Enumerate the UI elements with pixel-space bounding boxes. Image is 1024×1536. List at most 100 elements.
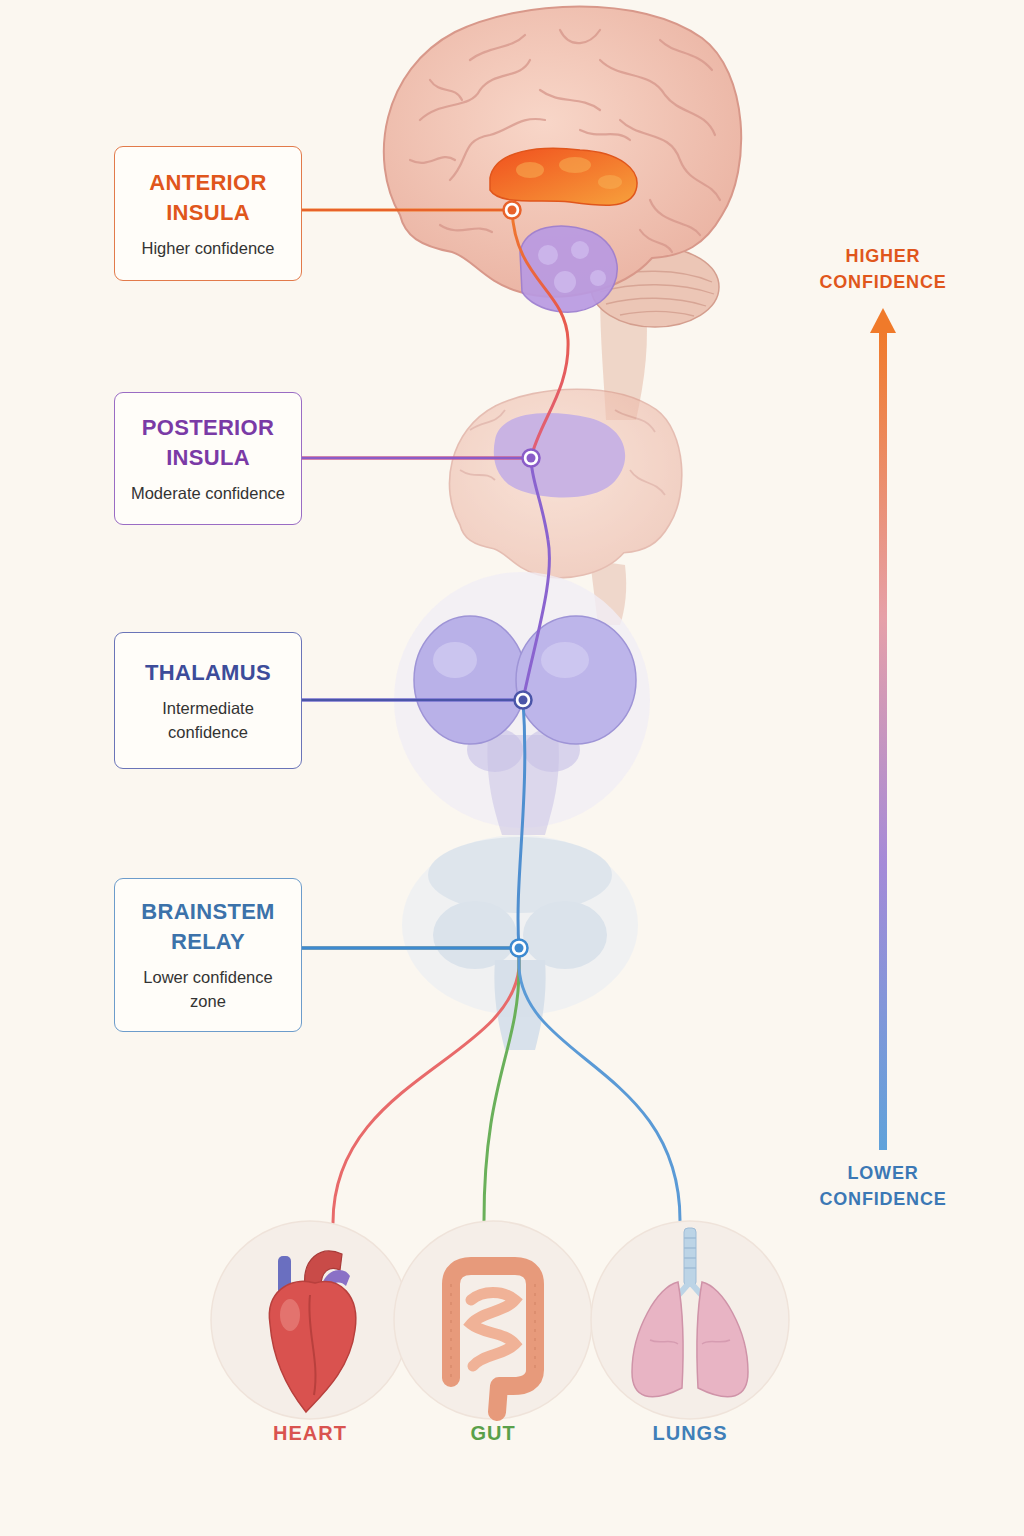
anterior-insula-highlight [490,148,637,205]
brain-gyri-part [540,90,600,110]
lungs-illustration-part [684,1228,696,1286]
scale-label: HIGHER CONFIDENCE [808,243,958,295]
gut-illustration [393,1220,593,1420]
posterior-texture-part [538,245,558,265]
organ-label: HEART [170,1422,450,1445]
leader-line [302,457,531,459]
insula-texture [516,157,622,189]
pathway-connector [302,458,549,700]
brain-gyri-part [580,130,630,140]
confidence-note: Moderate confidence [131,481,285,505]
region-title: THALAMUS [145,658,271,688]
cerebellum-folds-part [620,311,694,316]
heart-illustration-part [269,1281,355,1412]
lungs-illustration-part [632,1282,683,1397]
leader-line [302,209,512,211]
heart-illustration-part [211,1221,409,1419]
pathway-dot-core [519,696,528,705]
lungs-illustration-part [684,1238,696,1268]
brain-gyri-part [615,410,655,432]
brain-gyri-part [430,80,462,100]
cerebellum-folds-part [600,285,714,294]
confidence-note: Intermediate confidence [138,696,278,744]
brain-gyri-part [470,410,505,430]
posterior-texture-part [554,271,576,293]
region-title: BRAINSTEM RELAY [126,897,291,957]
brain-gyri-part [630,470,665,495]
brain-gyri-part [650,200,700,235]
highlight [541,642,589,678]
pathway-connector [302,700,525,948]
posterior-insula-highlight [520,226,617,312]
brain-gyri-part [600,60,715,135]
pathway-dot [511,940,528,957]
pathway-dot-core [508,206,517,215]
confidence-note: Higher confidence [142,236,275,260]
organ-circle: GUT [393,1220,593,1420]
region-title: POSTERIOR INSULA [126,413,291,473]
gut-illustration-part [451,1266,535,1412]
organ-circle: LUNGS [590,1220,790,1420]
region-box: BRAINSTEM RELAY Lower confidence zone [114,878,302,1032]
pathway-dot [523,450,540,467]
region-title: ANTERIOR INSULA [126,168,291,228]
confidence-scale [870,308,896,1150]
brain-gyri-part [560,30,600,43]
thalamus-illustration [394,572,650,835]
heart-illustration-part [280,1299,300,1331]
brain-gyri-part [420,60,530,120]
brain-gyri-part [440,225,492,232]
organ-label: GUT [353,1422,633,1445]
highlight [433,642,477,678]
pathway-dot-core [515,944,524,953]
gut-illustration-part [451,1284,535,1378]
pathway-connector [302,210,568,458]
pathway-connector [302,948,519,1220]
thalamus-lobe [516,616,636,744]
posterior-texture-part [571,241,589,259]
leader-line [302,699,523,701]
scale-label: LOWER CONFIDENCE [808,1160,958,1212]
insula-texture-part [598,175,622,189]
brain-gyri [410,30,720,252]
heart-illustration [210,1220,410,1420]
brain-illustration [384,7,741,421]
pathway-dot [504,202,521,219]
bulb [523,901,607,969]
scale-bar [879,330,887,1150]
region-box: POSTERIOR INSULA Moderate confidence [114,392,302,525]
bulb [433,901,517,969]
gut-illustration-part [471,1293,515,1367]
lungs-illustration-part [591,1221,789,1419]
brain-gyri-part [640,230,672,252]
lungs-illustration-part [697,1282,748,1397]
lungs-illustration-part [650,1340,730,1344]
scale-arrowhead [870,308,896,333]
heart-illustration-part [309,1295,315,1395]
cerebellum-folds-part [606,298,706,306]
organ-circle: HEART [210,1220,410,1420]
posterior-insula-highlight [494,413,625,498]
pathway-dot [515,692,532,709]
cerebrum [449,389,681,578]
region-box: THALAMUS Intermediate confidence [114,632,302,769]
pathway-dot-core [527,454,536,463]
insula-texture-part [559,157,591,173]
pathway-connector [302,948,680,1221]
insula-texture-part [516,162,544,178]
organ-label: LUNGS [550,1422,830,1445]
leader-line [302,947,519,949]
brain-gyri-part [660,40,712,70]
posterior-texture [538,241,606,293]
region-box: ANTERIOR INSULA Higher confidence [114,146,302,281]
brain-gyri-part [410,157,455,163]
confidence-note: Lower confidence zone [133,965,283,1013]
lungs-illustration [590,1220,790,1420]
thalamus-lobe [414,616,526,744]
gut-illustration-part [394,1221,592,1419]
posterior-texture-part [590,270,606,286]
pathway-connector [302,948,519,1223]
brain-gyri-part [460,470,495,480]
brain-gyri-part [470,35,525,60]
